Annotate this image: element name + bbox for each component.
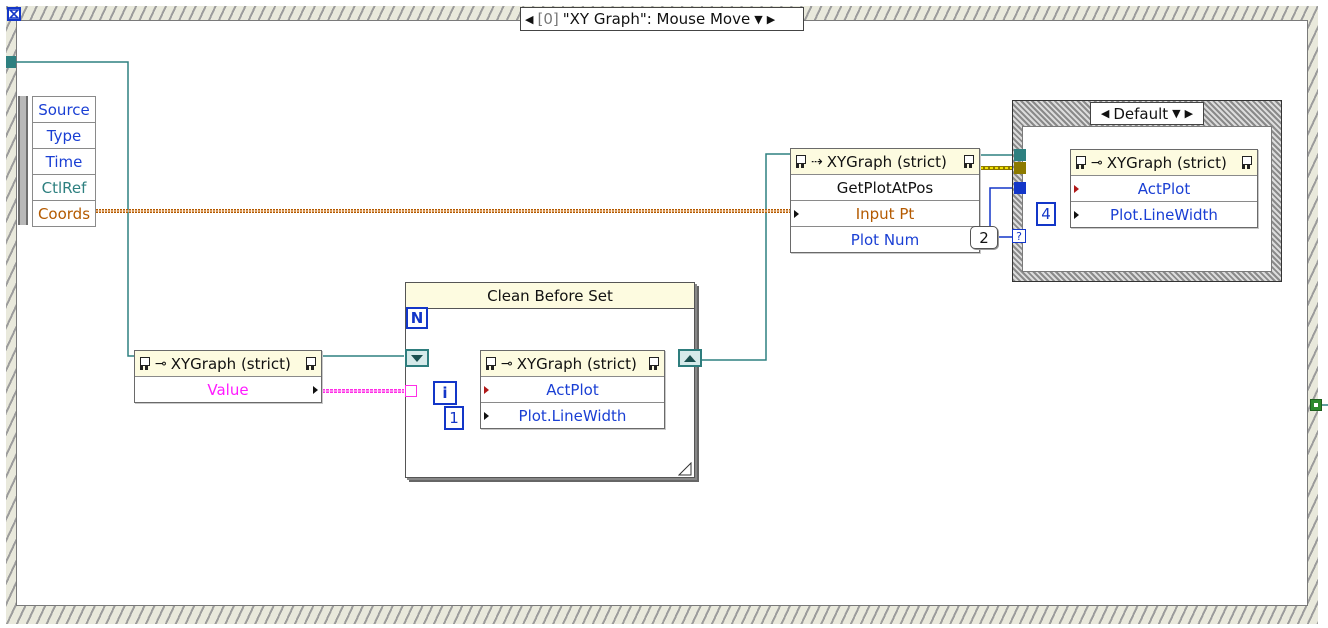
- shift-register-right[interactable]: [678, 349, 702, 367]
- loop-property-node-header: ⊸ XYGraph (strict): [481, 351, 664, 377]
- invoke-output-row[interactable]: Plot Num: [791, 227, 979, 252]
- invoke-node-icon: ⇢: [811, 153, 823, 170]
- shift-register-left[interactable]: [405, 349, 429, 367]
- invoke-method-label: GetPlotAtPos: [836, 178, 934, 197]
- reference-icon: [1075, 155, 1087, 171]
- loop-property-node-class: XYGraph (strict): [516, 354, 637, 373]
- value-property-label: Value: [207, 380, 249, 399]
- actplot-input-terminal[interactable]: [484, 385, 489, 394]
- linewidth-input-terminal[interactable]: [1074, 210, 1079, 219]
- event-data-source[interactable]: Source: [32, 96, 96, 123]
- iteration-label: i: [442, 384, 448, 402]
- decrement-case-icon[interactable]: ◀: [1100, 107, 1110, 120]
- property-node-icon: ⊸: [1091, 154, 1103, 171]
- event-data-ctlref-label: CtlRef: [41, 178, 87, 197]
- case-linewidth-row[interactable]: Plot.LineWidth: [1071, 202, 1257, 227]
- ctlref-tunnel: [6, 56, 16, 68]
- case-selector-terminal[interactable]: ?: [1012, 229, 1026, 243]
- loop-linewidth-row[interactable]: Plot.LineWidth: [481, 403, 664, 428]
- hourglass-icon[interactable]: [7, 7, 21, 21]
- event-data-node-bar: [18, 96, 28, 225]
- event-case-label: "XY Graph": Mouse Move: [562, 10, 751, 28]
- case-plotnum-tunnel: [1014, 182, 1026, 194]
- invoke-input-row[interactable]: Input Pt: [791, 201, 979, 227]
- iteration-terminal[interactable]: i: [433, 381, 457, 405]
- decrement-case-icon[interactable]: ◀: [525, 12, 534, 26]
- reference-icon: [795, 154, 807, 170]
- event-data-type-label: Type: [46, 126, 82, 145]
- loop-linewidth-label: Plot.LineWidth: [518, 406, 627, 425]
- event-data-time-label: Time: [45, 152, 83, 171]
- case-ref-tunnel: [1014, 149, 1026, 161]
- linewidth-input-terminal[interactable]: [484, 411, 489, 420]
- increment-case-icon[interactable]: ▶: [1184, 107, 1194, 120]
- loop-count-terminal[interactable]: N: [406, 307, 428, 329]
- case-actplot-label: ActPlot: [1137, 179, 1191, 198]
- event-data-time[interactable]: Time: [32, 149, 96, 175]
- value-property-row[interactable]: Value: [135, 377, 321, 402]
- increment-case-icon[interactable]: ▶: [766, 12, 776, 26]
- event-data-source-label: Source: [38, 100, 90, 119]
- loop-count-label: N: [410, 309, 424, 327]
- plot-num-indicator[interactable]: 2: [970, 226, 998, 249]
- event-case-selector[interactable]: ◀ [0] "XY Graph": Mouse Move ▼ ▶: [520, 7, 804, 31]
- case-property-node[interactable]: ⊸ XYGraph (strict) ActPlot Plot.LineWidt…: [1070, 149, 1258, 228]
- for-loop-label: Clean Before Set: [406, 283, 694, 309]
- shift-register-up-icon: [684, 354, 696, 362]
- case-error-tunnel: [1014, 162, 1026, 174]
- case-linewidth-label: Plot.LineWidth: [1110, 205, 1218, 224]
- shift-register-down-icon: [411, 354, 423, 362]
- loop-corner-icon: [677, 461, 692, 476]
- value-loop-tunnel: [405, 385, 417, 397]
- property-node-icon: ⊸: [501, 355, 513, 372]
- value-property-node-class: XYGraph (strict): [170, 354, 291, 373]
- value-output-terminal[interactable]: [313, 385, 318, 394]
- case-selector-terminal-label: ?: [1016, 229, 1022, 243]
- actplot-input-terminal[interactable]: [1074, 184, 1079, 193]
- linewidth-constant-4-value: 4: [1041, 205, 1051, 223]
- invoke-node-header: ⇢ XYGraph (strict): [791, 149, 979, 175]
- for-loop-title: Clean Before Set: [487, 286, 613, 305]
- invoke-node[interactable]: ⇢ XYGraph (strict) GetPlotAtPos Input Pt…: [790, 148, 980, 253]
- event-data-type[interactable]: Type: [32, 123, 96, 149]
- invoke-method-row[interactable]: GetPlotAtPos: [791, 175, 979, 201]
- chevron-down-icon[interactable]: ▼: [754, 12, 763, 26]
- loop-property-node[interactable]: ⊸ XYGraph (strict) ActPlot Plot.LineWidt…: [480, 350, 665, 429]
- value-property-node[interactable]: ⊸ XYGraph (strict) Value: [134, 350, 322, 403]
- case-selector-label: Default: [1113, 104, 1169, 123]
- event-data-coords[interactable]: Coords: [32, 201, 96, 227]
- property-node-icon: ⊸: [155, 355, 167, 372]
- chevron-down-icon[interactable]: ▼: [1172, 107, 1181, 120]
- case-property-node-header: ⊸ XYGraph (strict): [1071, 150, 1257, 176]
- input-pt-terminal[interactable]: [794, 209, 799, 218]
- invoke-output-label: Plot Num: [850, 230, 920, 249]
- loop-actplot-row[interactable]: ActPlot: [481, 377, 664, 403]
- error-out-icon: [1241, 155, 1253, 171]
- reference-icon: [139, 356, 151, 372]
- plot-num-value: 2: [979, 228, 989, 247]
- event-data-ctlref[interactable]: CtlRef: [32, 175, 96, 201]
- case-actplot-row[interactable]: ActPlot: [1071, 176, 1257, 202]
- linewidth-constant-1-value: 1: [449, 409, 459, 427]
- error-out-icon: [648, 356, 660, 372]
- linewidth-constant-4[interactable]: 4: [1036, 202, 1056, 226]
- right-output-tunnel: [1310, 399, 1322, 411]
- event-case-index: [0]: [537, 10, 559, 28]
- linewidth-constant-1[interactable]: 1: [444, 406, 464, 430]
- value-property-node-header: ⊸ XYGraph (strict): [135, 351, 321, 377]
- error-out-icon: [963, 154, 975, 170]
- invoke-node-class: XYGraph (strict): [826, 152, 947, 171]
- case-property-node-class: XYGraph (strict): [1106, 153, 1227, 172]
- case-selector[interactable]: ◀ Default ▼ ▶: [1090, 102, 1204, 125]
- invoke-input-label: Input Pt: [855, 204, 915, 223]
- loop-actplot-label: ActPlot: [546, 380, 599, 399]
- error-out-icon: [305, 356, 317, 372]
- event-data-coords-label: Coords: [37, 204, 91, 223]
- ref-wire-to-invoke: [700, 153, 792, 361]
- reference-icon: [485, 356, 497, 372]
